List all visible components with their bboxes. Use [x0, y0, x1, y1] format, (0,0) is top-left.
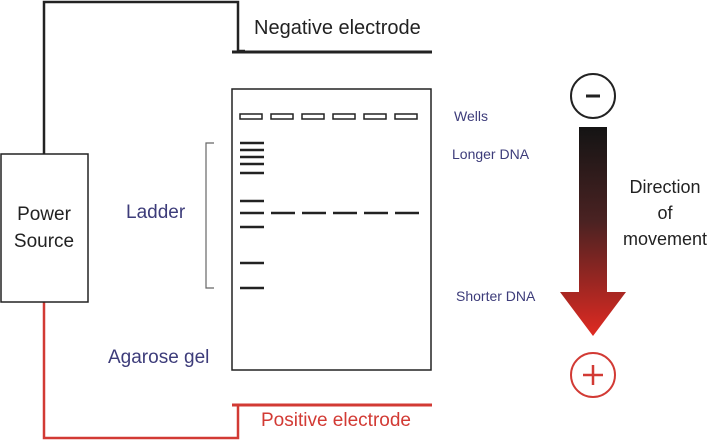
power-source-box: [0, 153, 89, 303]
ladder-bracket: [205, 142, 214, 289]
shorter-dna-label: Shorter DNA: [456, 288, 536, 304]
negative-wire: [42, 0, 245, 154]
agarose-gel: [231, 88, 432, 371]
well: [394, 113, 418, 120]
positive-electrode-label: Positive electrode: [261, 410, 411, 431]
longer-dna-label: Longer DNA: [452, 146, 530, 162]
ladder-lane: [240, 141, 264, 290]
well: [332, 113, 356, 120]
well: [363, 113, 387, 120]
direction-line3: movement: [622, 229, 708, 249]
direction-of-movement-label: Direction of movement: [606, 174, 720, 252]
direction-line1: Direction: [629, 177, 701, 197]
wells-label: Wells: [454, 108, 488, 124]
positive-wire: [42, 302, 240, 440]
power-source-label: Power Source: [0, 154, 88, 302]
agarose-gel-label: Agarose gel: [108, 347, 210, 368]
well: [270, 113, 294, 120]
power-source-line2: Source: [13, 231, 75, 252]
negative-electrode-label: Negative electrode: [254, 17, 421, 39]
power-source-line1: Power: [17, 204, 71, 225]
ladder-label: Ladder: [126, 202, 186, 223]
well: [301, 113, 325, 120]
well: [239, 113, 263, 120]
direction-arrow: [560, 127, 626, 336]
wells-row: [239, 113, 418, 120]
direction-line2: of: [657, 203, 673, 223]
